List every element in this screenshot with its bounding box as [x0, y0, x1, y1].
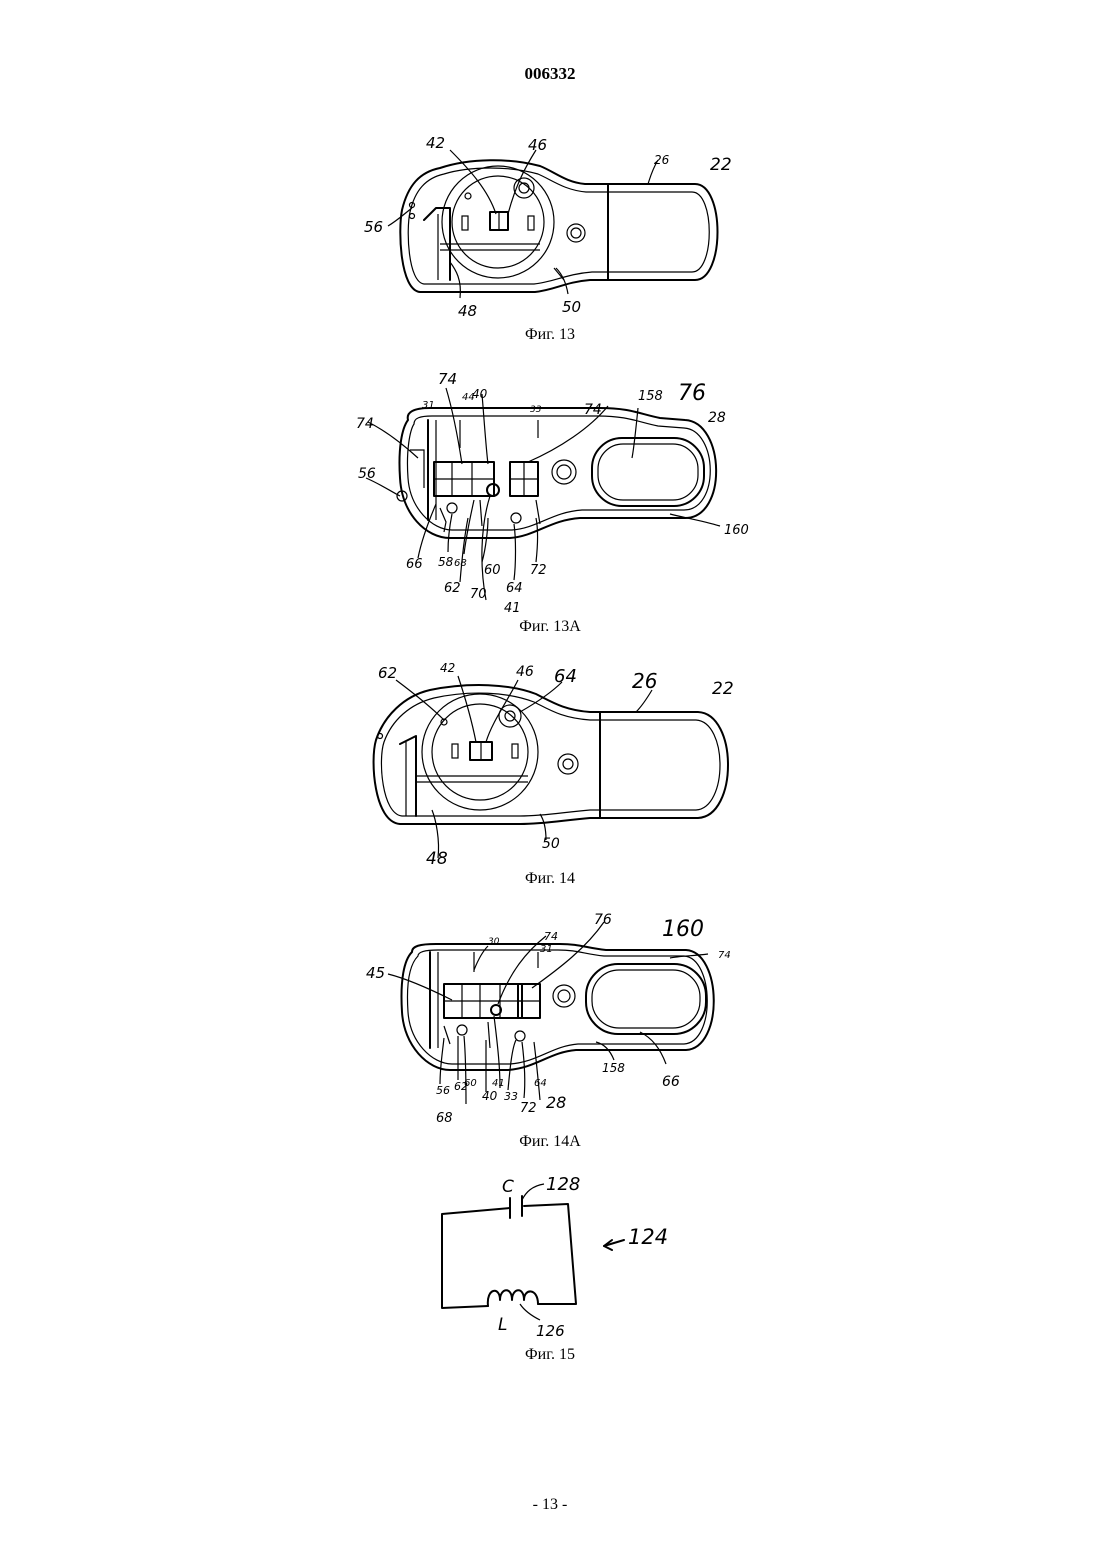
caption-fig-14: Фиг. 14 [0, 870, 1100, 888]
inductor-coil [488, 1290, 538, 1306]
label-inductor-L: L [498, 1315, 507, 1335]
label-28: 158 [602, 1061, 625, 1075]
label-26: 26 [632, 669, 657, 693]
label-76: 160 [662, 917, 704, 942]
label-64: 64 [506, 581, 523, 596]
caption-fig-13: Фиг. 13 [0, 326, 1100, 344]
label-58: 58 [438, 555, 454, 569]
label-60: 60 [484, 563, 501, 578]
label-22: 22 [712, 679, 734, 699]
label-72: 72 [530, 563, 547, 578]
label-72: 28 [546, 1093, 566, 1112]
label-40: 40 [472, 387, 488, 401]
label-64: 72 [520, 1101, 537, 1116]
label-74-inner: 31 [540, 944, 553, 955]
label-66: 66 [406, 557, 423, 572]
label-68: 68 [454, 558, 467, 569]
label-48: 48 [458, 302, 477, 320]
label-45: 30 [488, 937, 500, 947]
figure-15: C 128 124 L 126 [420, 1170, 680, 1345]
label-41: 41 [504, 601, 521, 616]
label-60: 40 [482, 1089, 498, 1103]
label-41: 33 [504, 1090, 518, 1103]
label-158: 66 [662, 1074, 680, 1090]
label-160: 74 [718, 950, 731, 961]
label-50: 50 [542, 836, 560, 852]
label-160: 160 [724, 523, 749, 538]
label-126: 126 [536, 1322, 565, 1340]
label-48: 48 [426, 849, 448, 869]
label-74-left: 45 [366, 964, 385, 982]
figure-13: 42 46 26 22 56 48 50 [340, 130, 760, 330]
label-128: 128 [546, 1174, 580, 1195]
label-26: 26 [654, 153, 670, 167]
label-46: 46 [528, 136, 547, 154]
figure-13-drawing: 42 46 26 22 56 48 50 [340, 130, 760, 330]
label-74-right: 74 [584, 402, 602, 418]
label-76: 76 [678, 381, 706, 406]
label-22: 22 [710, 155, 732, 175]
label-74-top: 74 [438, 370, 457, 388]
page-number: - 13 - [0, 1496, 1100, 1514]
label-74-top: 76 [594, 912, 612, 928]
label-42: 42 [426, 134, 445, 152]
label-64: 64 [554, 666, 577, 687]
label-62: 62 [444, 581, 461, 596]
figure-14a-drawing: 45 30 74 76 160 74 31 56 62 60 40 41 33 … [340, 908, 770, 1130]
figure-13a: 74 74 44 40 33 74 158 76 28 31 56 160 66… [340, 368, 760, 618]
label-70: 70 [470, 587, 487, 602]
figure-13a-drawing: 74 74 44 40 33 74 158 76 28 31 56 160 66… [340, 368, 760, 618]
label-42: 42 [440, 661, 455, 675]
label-124: 124 [628, 1225, 668, 1249]
document-number: 006332 [0, 64, 1100, 84]
figure-14a: 45 30 74 76 160 74 31 56 62 60 40 41 33 … [340, 908, 770, 1130]
label-66: 68 [436, 1111, 453, 1126]
label-62: 62 [378, 664, 397, 682]
label-capacitor-C: C [502, 1177, 514, 1197]
label-50: 50 [562, 298, 581, 316]
label-33: 64 [534, 1078, 547, 1089]
label-33: 33 [530, 405, 542, 415]
figure-15-circuit: C 128 124 L 126 [420, 1170, 680, 1345]
label-158: 158 [638, 389, 663, 404]
figure-14-drawing: 62 42 46 64 26 22 48 50 [340, 660, 760, 865]
label-46: 46 [516, 664, 534, 680]
figure-14: 62 42 46 64 26 22 48 50 [340, 660, 760, 865]
caption-fig-14a: Фиг. 14A [0, 1133, 1100, 1151]
caption-fig-15: Фиг. 15 [0, 1346, 1100, 1364]
label-30: 74 [544, 930, 558, 943]
label-31: 56 [436, 1084, 450, 1097]
label-56: 56 [364, 218, 383, 236]
caption-fig-13a: Фиг. 13A [0, 618, 1100, 636]
label-28: 28 [708, 410, 726, 426]
label-62: 60 [464, 1078, 477, 1089]
label-74-left: 74 [356, 416, 374, 432]
label-56: 56 [358, 466, 376, 482]
label-31: 31 [422, 400, 435, 411]
label-40: 41 [492, 1078, 505, 1089]
